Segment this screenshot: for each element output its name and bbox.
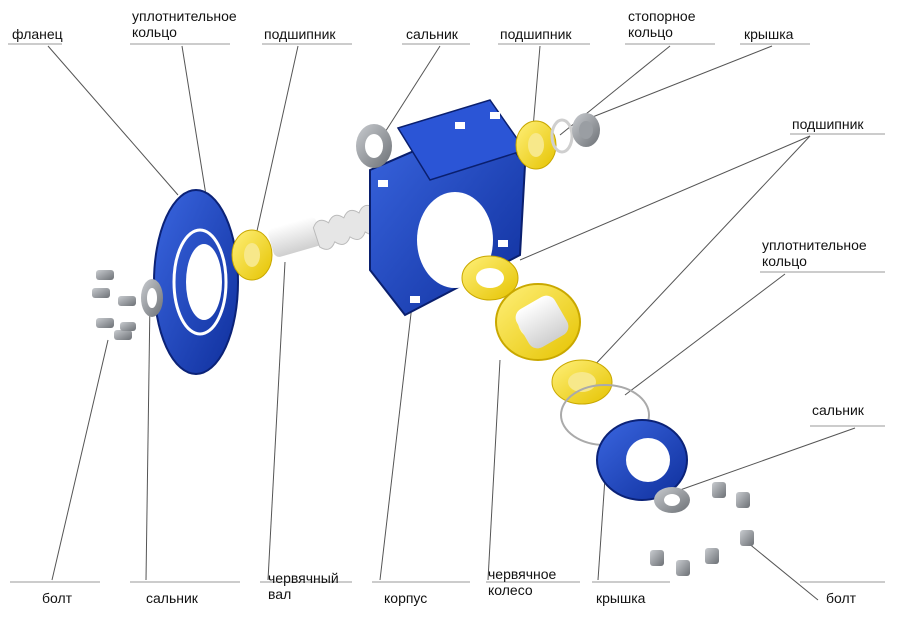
label-cover-bottom: крышка: [596, 590, 646, 606]
bearing-right-upper: [461, 255, 519, 301]
cover-top: [572, 113, 600, 147]
retaining-ring-top: [550, 118, 574, 154]
cover-bottom: [596, 419, 688, 501]
label-bearing-top-mid: подшипник: [500, 26, 572, 42]
bolts-left: [92, 270, 136, 340]
flange: [153, 189, 239, 375]
label-oil-seal-top: сальник: [406, 26, 458, 42]
label-bolt-right: болт: [826, 590, 857, 606]
label-bearing-right: подшипник: [792, 116, 864, 132]
worm-shaft: [268, 204, 381, 257]
bolts-right: [650, 482, 754, 576]
bearing-top: [515, 120, 557, 170]
bearing-right-lower: [551, 359, 613, 405]
label-oil-seal-bottom: сальник: [146, 590, 198, 606]
worm-wheel: [495, 283, 581, 361]
label-housing: корпус: [384, 590, 428, 606]
bearing-left: [231, 229, 273, 281]
label-underlines: [8, 43, 885, 583]
label-cover-top: крышка: [744, 26, 794, 42]
oil-seal-top: [356, 124, 392, 168]
oil-seal-left: [141, 279, 163, 317]
label-bearing-top-left: подшипник: [264, 26, 336, 42]
label-oil-seal-right: сальник: [812, 402, 864, 418]
label-flange: фланец: [12, 26, 63, 42]
oil-seal-right: [654, 487, 690, 513]
label-bolt-left: болт: [42, 590, 73, 606]
